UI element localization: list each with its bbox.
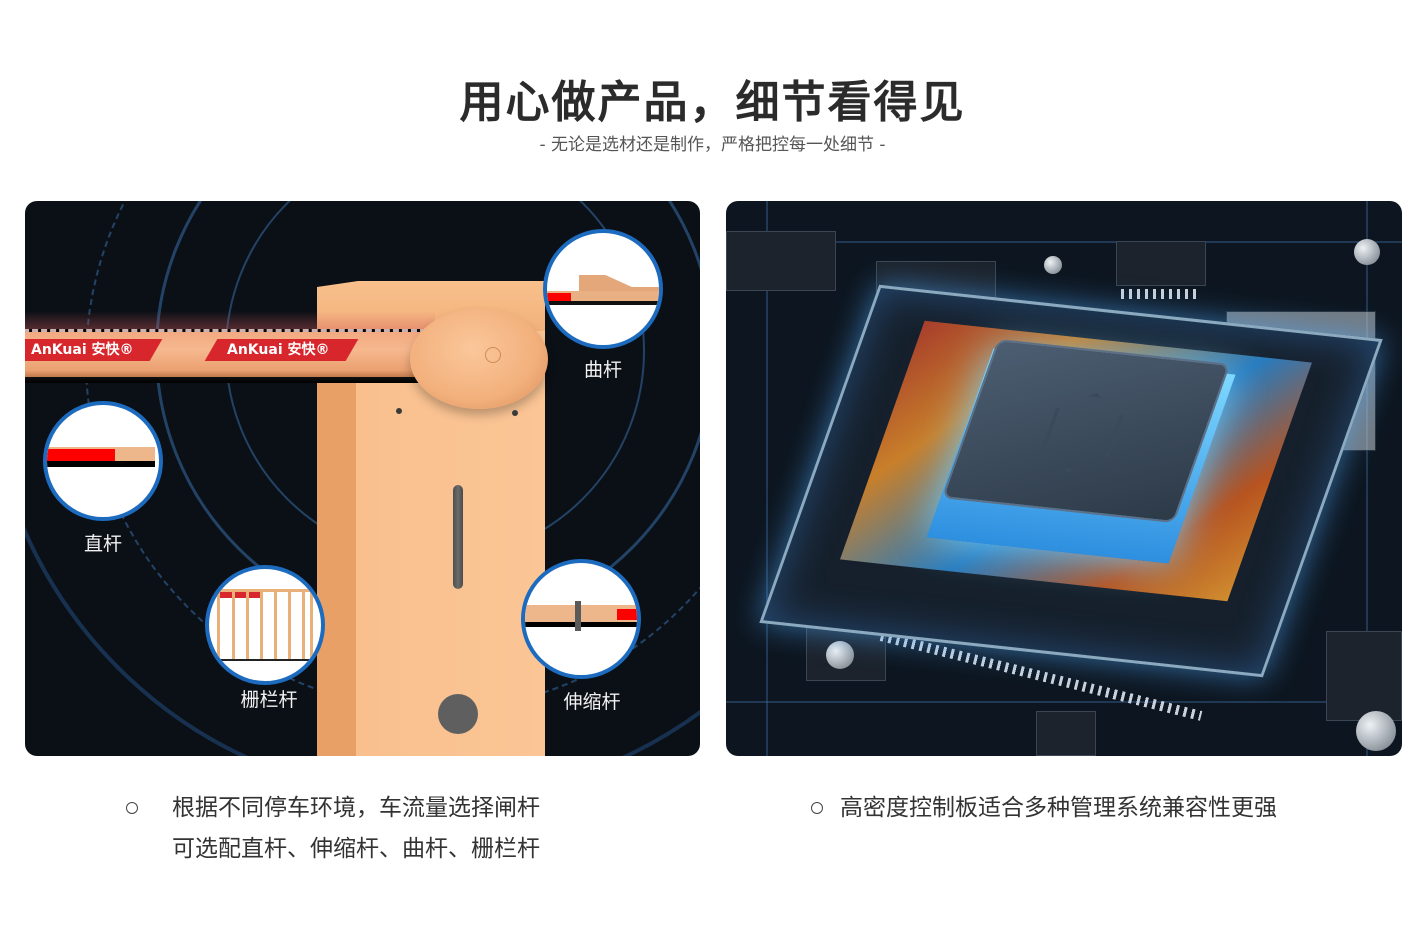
- ic-chip: [1116, 241, 1206, 286]
- detail-curved-boom: [543, 229, 663, 349]
- barrier-gate-image: AnKuai 安快® AnKuai 安快® 曲杆 直杆 栅栏杆 伸缩杆: [25, 201, 700, 756]
- detail-fence-boom: [205, 565, 325, 685]
- hub-bolt: [485, 347, 501, 363]
- ic-chip: [1036, 711, 1096, 756]
- bullet-icon: [811, 802, 823, 814]
- chip-logo-icon: [1034, 389, 1130, 476]
- detail-telescopic-boom: [521, 559, 641, 679]
- detail-label-straight: 直杆: [83, 533, 122, 555]
- capacitor: [826, 641, 854, 669]
- control-board-image: [726, 201, 1402, 756]
- ic-chip: [726, 231, 836, 291]
- right-description: 高密度控制板适合多种管理系统兼容性更强: [840, 795, 1277, 821]
- screw-icon: [512, 410, 518, 416]
- screw-icon: [396, 408, 402, 414]
- boom-light-strip: [25, 311, 435, 333]
- bullet-icon: [126, 802, 138, 814]
- capacitor: [1044, 256, 1062, 274]
- fence-boom: [217, 589, 313, 661]
- left-description-line-1: 根据不同停车环境，车流量选择闸杆: [172, 795, 540, 821]
- straight-boom-bar: [47, 447, 155, 467]
- antenna: [453, 485, 463, 589]
- brand-logo: AnKuai 安快®: [204, 339, 358, 361]
- detail-label-curved: 曲杆: [583, 359, 622, 381]
- page-subtitle: - 无论是选材还是制作，严格把控每一处细节 -: [539, 135, 886, 155]
- capacitor: [1354, 239, 1380, 265]
- detail-label-fence: 栅栏杆: [240, 689, 298, 711]
- boom-hub: [410, 309, 548, 409]
- brand-logo: AnKuai 安快®: [25, 339, 162, 361]
- ic-chip: [1326, 631, 1402, 721]
- detail-straight-boom: [43, 401, 163, 521]
- capacitor: [1356, 711, 1396, 751]
- page-title: 用心做产品，细节看得见: [459, 77, 966, 128]
- telescopic-boom-bar: [525, 601, 637, 631]
- curved-boom-bar: [547, 291, 659, 305]
- detail-label-telescopic: 伸缩杆: [563, 691, 621, 713]
- indicator-button: [438, 694, 478, 734]
- left-description-line-2: 可选配直杆、伸缩杆、曲杆、栅栏杆: [172, 836, 540, 862]
